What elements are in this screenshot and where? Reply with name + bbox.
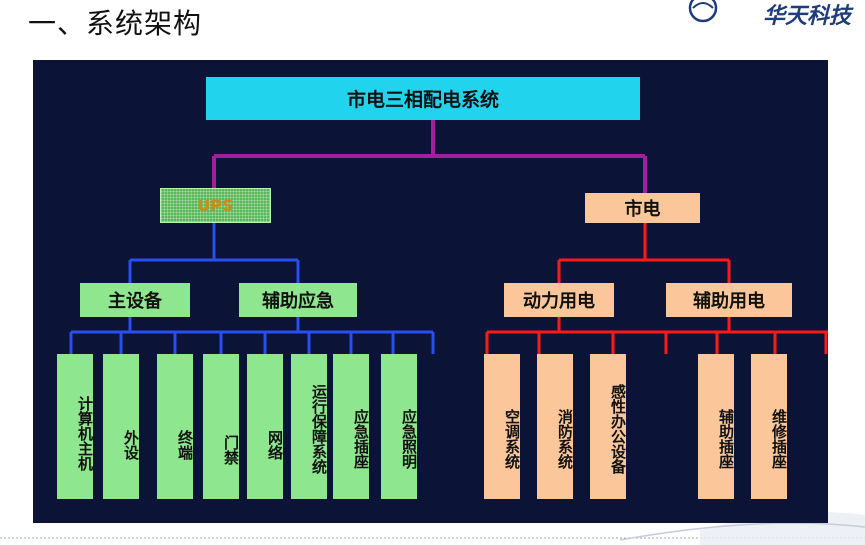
leaf-maintenance-socket: 维修插座 [751,354,788,499]
architecture-diagram: 市电三相配电系统 UPS 市电 主设备 辅助应急 动力用电 辅助用电 计算机主机… [33,60,828,523]
auxiliary-emergency-node: 辅助应急 [239,283,357,317]
leaf-access-control: 门禁 [203,354,240,499]
slide-title: 一、系统架构 [28,7,203,40]
leaf-terminal: 终端 [157,354,194,499]
power-consumption-node: 动力用电 [504,283,614,317]
ups-node: UPS [160,188,271,223]
leaf-air-conditioning: 空调系统 [484,354,521,499]
auxiliary-power-node: 辅助用电 [666,283,792,317]
leaf-operation-support: 运行保障系统 [291,354,328,499]
company-logo [688,0,718,23]
leaf-auxiliary-socket: 辅助插座 [698,354,735,499]
mains-node: 市电 [585,193,700,223]
leaf-emergency-socket: 应急插座 [333,354,370,499]
root-node: 市电三相配电系统 [206,77,640,120]
leaf-fire-system: 消防系统 [537,354,574,499]
leaf-computer-host: 计算机主机 [57,354,94,499]
leaf-inductive-office-equipment: 感性办公设备 [590,354,627,499]
leaf-network: 网络 [247,354,284,499]
leaf-emergency-lighting: 应急照明 [381,354,418,499]
connector-lines [69,120,828,354]
logo-text: 华天科技 [762,3,851,29]
leaf-peripherals: 外设 [103,354,140,499]
main-equipment-node: 主设备 [80,283,190,317]
